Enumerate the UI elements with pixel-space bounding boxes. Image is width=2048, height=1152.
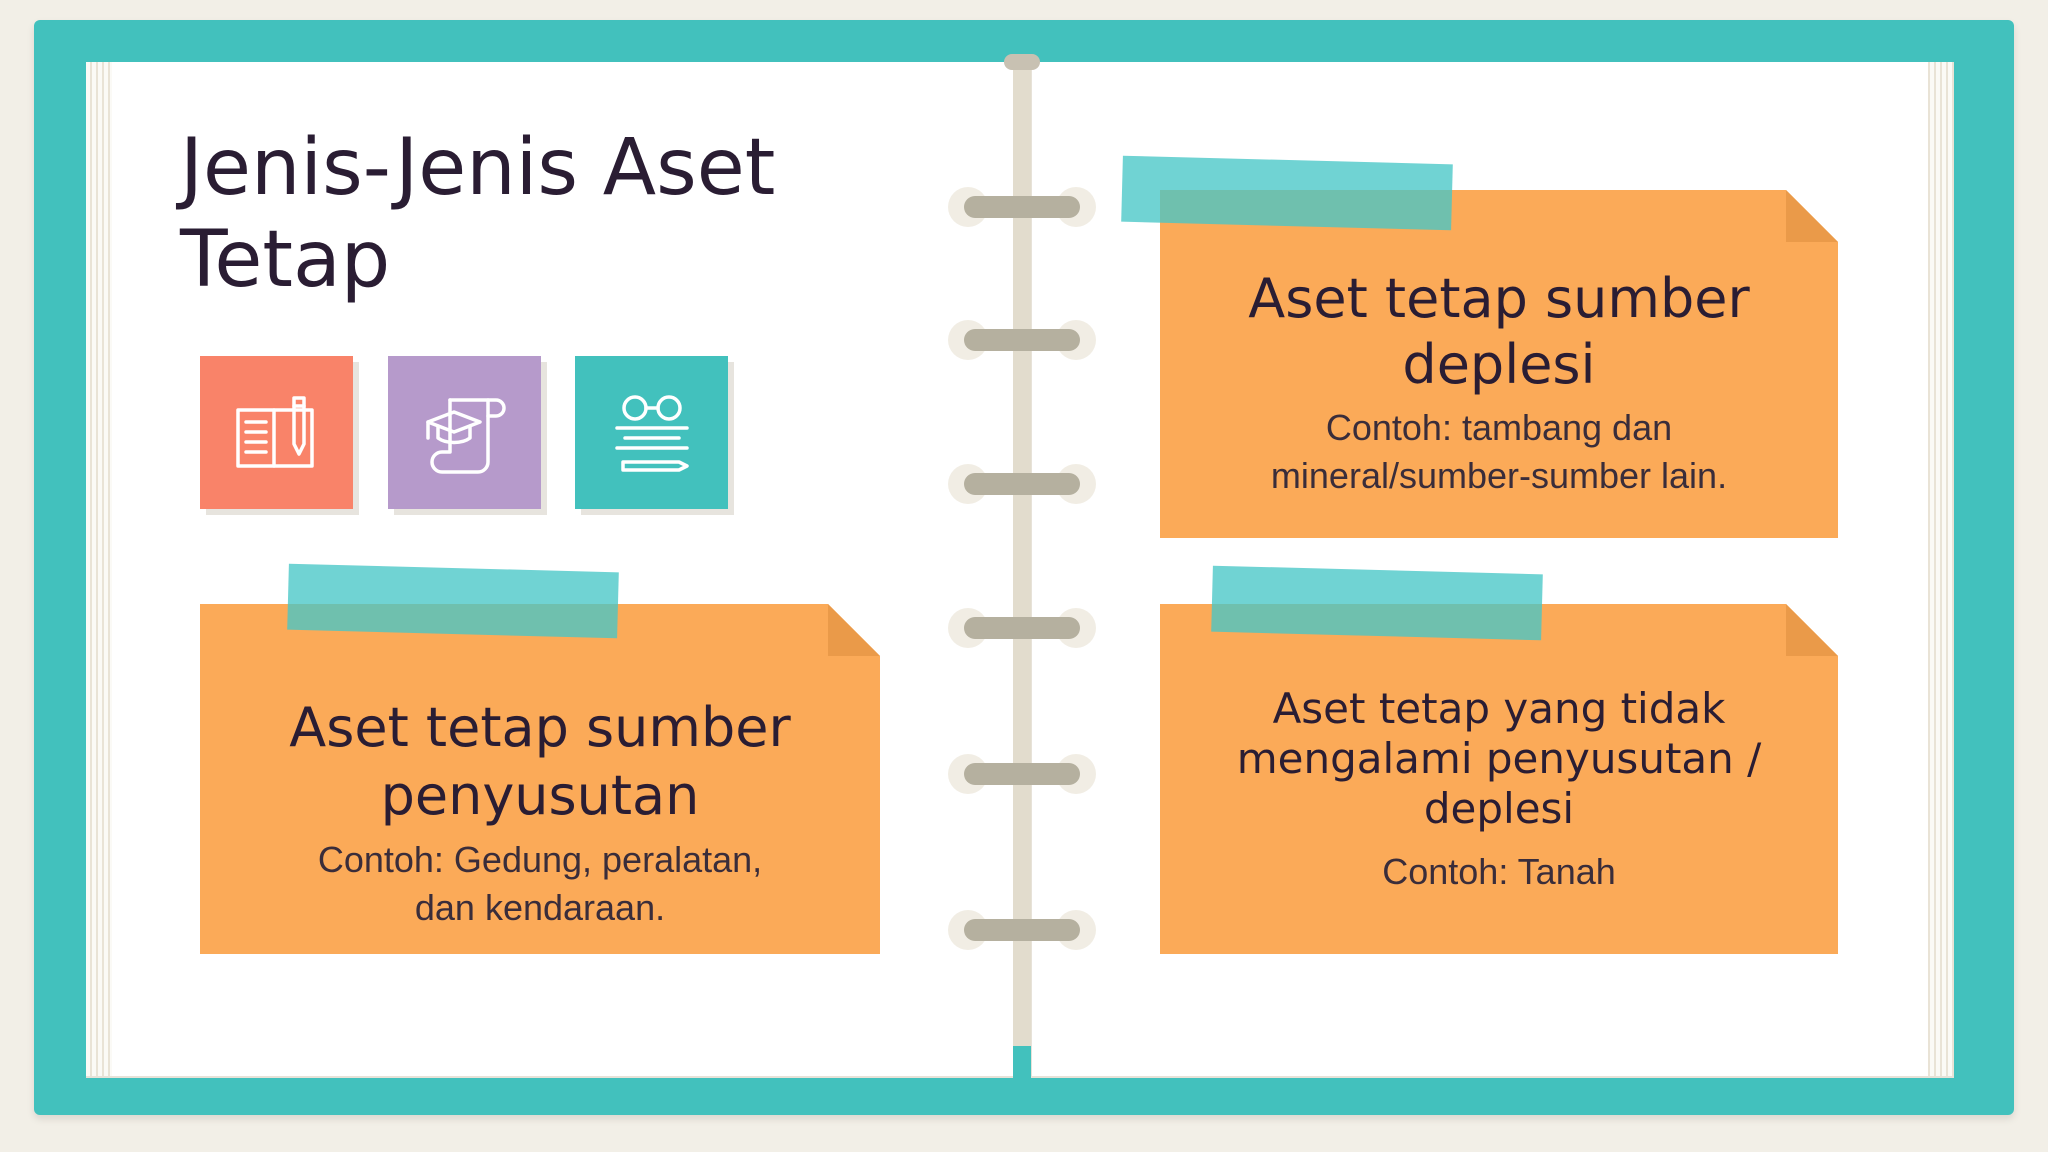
slide-title: Jenis-Jenis Aset Tetap [180, 123, 776, 305]
note-no-depreciation-card: Aset tetap yang tidak mengalami penyusut… [1160, 604, 1838, 954]
note-heading-line: deplesi [1402, 333, 1596, 396]
note-heading-line: penyusutan [380, 764, 700, 827]
reading-book-pencil-icon [200, 356, 353, 509]
note-example-line: Contoh: Tanah [1382, 851, 1616, 892]
note-depletion-card: Aset tetap sumber deplesi Contoh: tamban… [1160, 190, 1838, 538]
note-heading-line: deplesi [1423, 784, 1575, 833]
note-example-line: Contoh: tambang dan [1325, 407, 1673, 448]
binder-ring [948, 464, 1096, 504]
note-heading-line: mengalami penyusutan / [1236, 734, 1762, 783]
binder-ring [948, 608, 1096, 648]
binder-ring [948, 320, 1096, 360]
notebook-spine [1013, 58, 1031, 1078]
left-page-edges [86, 62, 112, 1076]
spine-top-cap [1004, 54, 1040, 70]
note-heading-line: Aset tetap sumber [289, 696, 791, 759]
graduation-scroll-icon [388, 356, 541, 509]
right-page-edges [1928, 62, 1954, 1076]
note-depreciation-card: Aset tetap sumber penyusutan Contoh: Ged… [200, 604, 880, 954]
note-heading-line: Aset tetap yang tidak [1272, 684, 1726, 733]
note-example-line: mineral/sumber-sumber lain. [1270, 455, 1728, 496]
spine-bottom-cover [1013, 1046, 1031, 1078]
tape-strip [1211, 565, 1543, 641]
binder-ring [948, 910, 1096, 950]
tape-strip [1121, 155, 1453, 231]
binder-ring [948, 754, 1096, 794]
note-heading-line: Aset tetap sumber [1248, 267, 1750, 330]
note-example-line: dan kendaraan. [414, 887, 666, 928]
tape-strip [287, 563, 619, 639]
binder-ring [948, 187, 1096, 227]
note-example-line: Contoh: Gedung, peralatan, [317, 839, 763, 880]
glasses-book-pencil-icon [575, 356, 728, 509]
